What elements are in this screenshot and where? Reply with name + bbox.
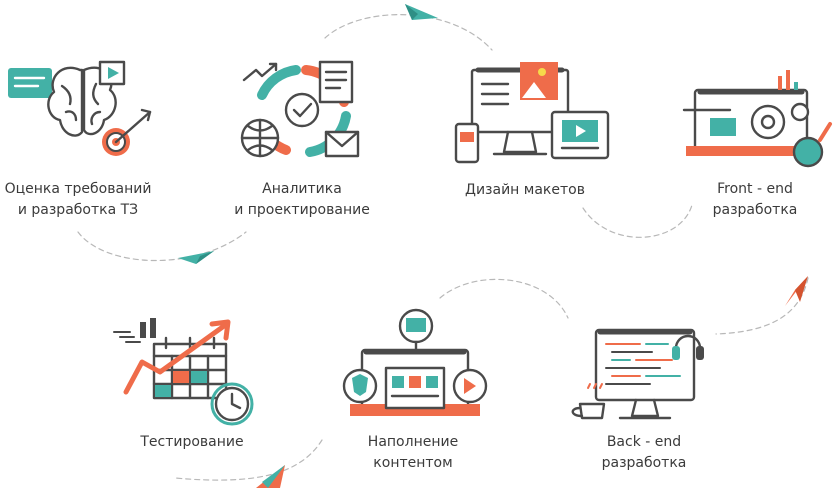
- content-laptop-icon: [342, 308, 488, 416]
- step-label: Back - end разработка: [601, 434, 687, 471]
- devices-design-icon: [454, 62, 610, 164]
- step-label: Дизайн макетов: [465, 182, 585, 198]
- brain-target-icon: [8, 60, 152, 156]
- step-label: Тестирование: [140, 434, 244, 450]
- backend-monitor-icon: [571, 328, 704, 420]
- testing-calendar-icon: [113, 318, 254, 426]
- step-label: Аналитика и проектирование: [234, 181, 370, 218]
- step-label: Front - end разработка: [712, 181, 798, 218]
- analytics-chart-icon: [240, 60, 360, 158]
- step-label: Наполнение контентом: [367, 434, 459, 471]
- step-label: Оценка требований и разработка ТЗ: [4, 181, 152, 218]
- paper-plane-icon: [178, 4, 808, 488]
- flow-connectors: [77, 14, 809, 481]
- frontend-laptop-icon: [682, 70, 832, 168]
